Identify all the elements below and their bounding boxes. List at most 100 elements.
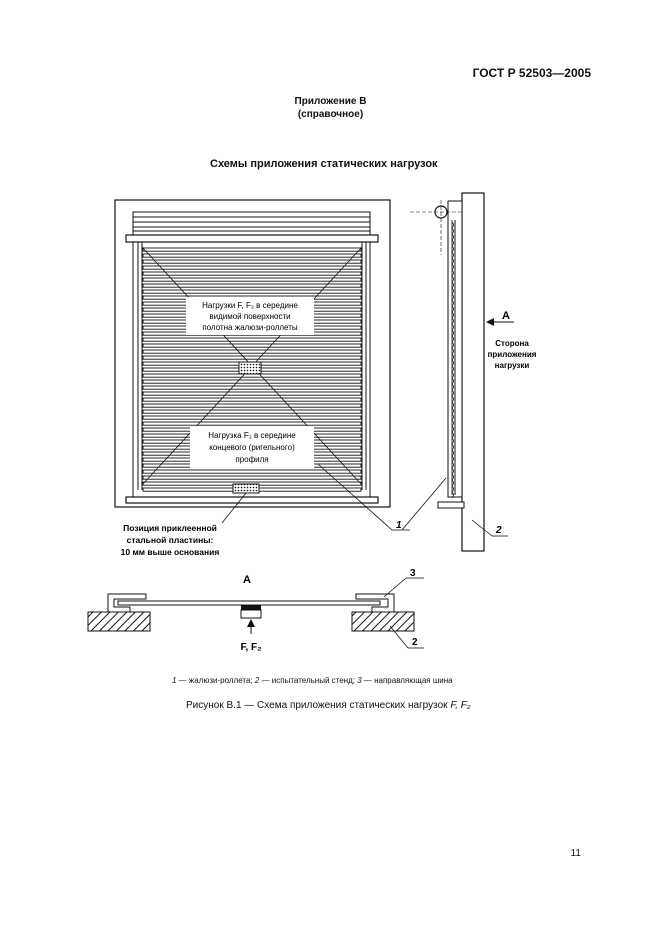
side-slat [451,335,454,343]
side-slat [451,257,454,265]
side-slat [451,347,454,355]
side-slat [451,401,454,409]
appendix-title: Приложение В [294,96,367,107]
section-label: А [243,574,251,586]
side-label-2: приложения [488,350,537,359]
side-slat [451,275,454,283]
side-slat [451,455,454,463]
callout-1: 1 [396,520,402,531]
bottom-bar [125,496,379,504]
side-slat [451,443,454,451]
side-slat [451,281,454,289]
figure-caption: Рисунок В.1 — Схема приложения статическ… [186,700,471,711]
section-view: А F, F₂ 3 2 [87,568,424,653]
side-slat [451,413,454,421]
side-label-1: Сторона [495,339,529,348]
callout-2-section: 2 [412,637,418,648]
page-number: 11 [570,848,581,859]
slat [142,271,362,276]
slat [142,253,362,258]
steel-plate [232,483,260,494]
test-stand [461,192,485,552]
side-slat [451,251,454,259]
side-slat [451,305,454,313]
side-slat [451,359,454,367]
side-slat [451,323,454,331]
side-slat [451,317,454,325]
side-slat [451,227,454,235]
side-slat [451,287,454,295]
slat [142,259,362,264]
side-slats [451,221,454,499]
side-slat [451,461,454,469]
callout-2-side: 2 [495,525,502,536]
side-slat [451,341,454,349]
side-slat [451,263,454,271]
side-slat [451,365,454,373]
section-force: F, F₂ [240,642,261,653]
slat [142,415,362,420]
side-slat [451,299,454,307]
side-slat [451,473,454,481]
slat [142,475,362,480]
stand-right [351,611,415,632]
slat [142,337,362,342]
figure-legend: 1 — жалюзи-роллета; 2 — испытательный ст… [172,676,453,685]
label-center-load-1: Нагрузки F, F₂ в середине [202,301,298,310]
side-slat [451,467,454,475]
side-slat [451,479,454,487]
slat [142,385,362,390]
label-end-load-1: Нагрузка F₂ в середине [208,431,296,440]
side-slat [451,449,454,457]
side-slat [451,425,454,433]
side-slat [451,485,454,493]
outer-frame [114,199,391,508]
slat [142,265,362,270]
slat [142,289,362,294]
slat [142,421,362,426]
side-slat [451,389,454,397]
slat [142,379,362,384]
side-slat [451,245,454,253]
side-slat [451,353,454,361]
side-slat [451,407,454,415]
appendix-subtitle: (справочное) [297,109,364,120]
label-plate-2: стальной пластины: [127,535,214,545]
slat [142,247,362,252]
side-slat [451,239,454,247]
slat [142,409,362,414]
side-label-3: нагрузки [495,361,530,370]
side-slat [451,395,454,403]
side-slat [451,269,454,277]
top-bar [125,234,379,243]
stand-left [87,611,151,632]
label-end-load-3: профиля [235,455,268,464]
side-slat [451,437,454,445]
label-center-load-3: полотна жалюзи-роллеты [202,323,298,332]
view-arrow-label: А [502,310,510,322]
slat [142,283,362,288]
side-slat [451,311,454,319]
slat [142,397,362,402]
label-plate-1: Позиция приклеенной [123,523,217,533]
side-slat [451,371,454,379]
center-load-pad [238,361,262,375]
side-slat [451,377,454,385]
slat [142,403,362,408]
side-slat [451,491,454,499]
front-view: Нагрузки F, F₂ в середине видимой поверх… [114,199,447,557]
side-view: А Сторона приложения нагрузки 2 [410,192,537,552]
label-plate-3: 10 мм выше основания [121,547,220,557]
side-slat [451,329,454,337]
side-slat [451,431,454,439]
doc-header: ГОСТ Р 52503—2005 [472,66,591,80]
side-slat [451,419,454,427]
side-slat [451,233,454,241]
slat [142,349,362,354]
callout-3: 3 [410,568,416,579]
section-slat [117,600,381,606]
slat [142,277,362,282]
slat [142,391,362,396]
label-center-load-2: видимой поверхности [209,312,290,321]
